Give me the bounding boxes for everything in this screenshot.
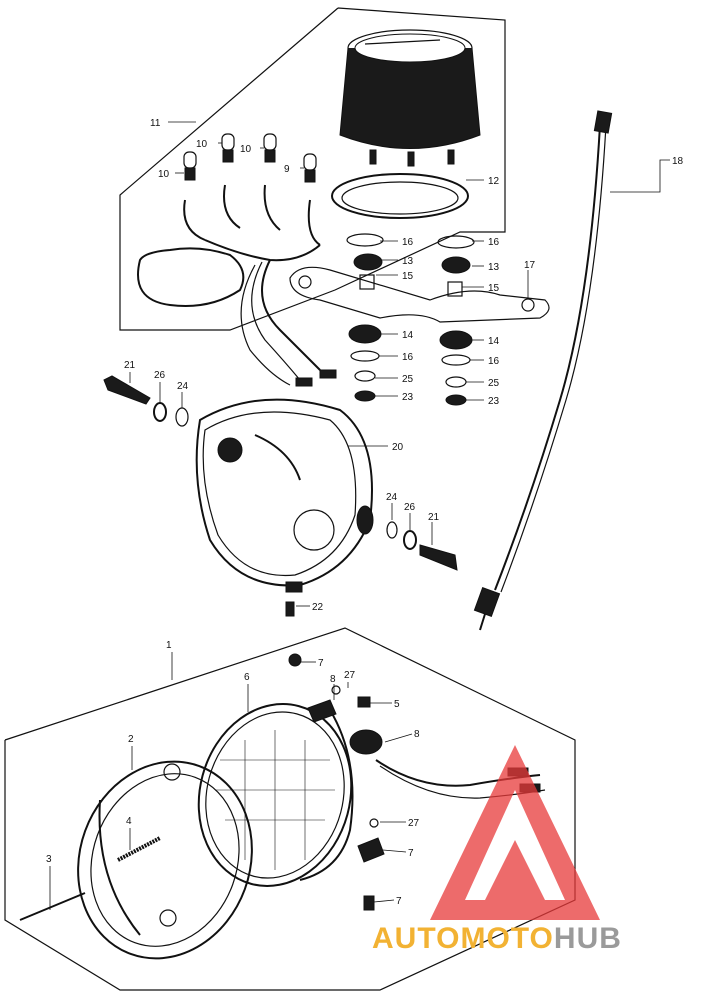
callout-p14a: 14 [402, 330, 414, 341]
callout-p7a: 7 [318, 658, 324, 669]
callout-p7b: 7 [396, 896, 402, 907]
headlight-case [195, 398, 374, 593]
watermark-logo [430, 745, 600, 920]
callout-p27a: 27 [344, 670, 356, 681]
callout-p13b: 13 [488, 262, 500, 273]
callout-p25a: 25 [402, 374, 414, 385]
adjust-spring [117, 836, 161, 862]
headlight-rim [77, 760, 253, 960]
screw-top [288, 653, 302, 667]
washer-bottom [369, 818, 379, 828]
callout-p20: 20 [392, 442, 404, 453]
callout-p18: 18 [672, 156, 684, 167]
watermark-text: AUTOMOTOHUB [372, 922, 622, 955]
callout-p6: 6 [244, 672, 250, 683]
callout-p21a: 21 [124, 360, 136, 371]
clip-bottom [357, 837, 385, 863]
callout-p13a: 13 [402, 256, 414, 267]
callout-p15a: 15 [402, 271, 414, 282]
callout-p8b: 7 [408, 848, 414, 859]
callout-p24a: 24 [177, 381, 189, 392]
callout-p10d: 9 [284, 164, 290, 175]
speedometer-housing [339, 29, 481, 167]
sealed-beam-unit [197, 703, 354, 887]
callout-p12: 12 [488, 176, 500, 187]
callout-p1: 1 [166, 640, 172, 651]
callout-p16a: 16 [402, 237, 414, 248]
watermark-triangle-icon [430, 745, 600, 920]
speedometer-cable [473, 110, 613, 631]
rim-screw [19, 892, 86, 921]
callout-p27b: 27 [408, 818, 420, 829]
watermark-text-auto: AUTO [372, 922, 460, 955]
callout-p22: 22 [312, 602, 324, 613]
watermark-text-moto: MOTO [460, 922, 553, 955]
callout-p16c: 16 [402, 352, 414, 363]
leader-lines [49, 121, 670, 910]
wiring-harness [137, 184, 337, 387]
mounting-bolt-left [103, 375, 189, 427]
nut-top [357, 696, 371, 708]
callout-p3: 3 [46, 854, 52, 865]
callout-p26a: 26 [154, 370, 166, 381]
indicator-bulbs [183, 133, 317, 183]
callout-p4: 4 [126, 816, 132, 827]
watermark-text-hub: HUB [554, 922, 622, 955]
callout-p23b: 23 [488, 396, 500, 407]
callout-p5: 5 [394, 699, 400, 710]
callout-p16d: 16 [488, 356, 500, 367]
clip-top [307, 699, 337, 723]
callout-p17: 17 [524, 260, 536, 271]
meter-bracket [289, 266, 550, 323]
screw-lower [363, 895, 375, 911]
callout-p23a: 23 [402, 392, 414, 403]
callout-p2: 2 [128, 734, 134, 745]
callout-p16b: 16 [488, 237, 500, 248]
callout-p8a: 8 [330, 674, 336, 685]
callout-p21b: 21 [428, 512, 440, 523]
callout-p11: 11 [150, 118, 161, 129]
callout-p26b: 26 [404, 502, 416, 513]
speedometer-group-outline [119, 7, 506, 331]
washer-top [331, 685, 341, 695]
callout-p10c: 10 [158, 169, 170, 180]
callout-p24b: 24 [386, 492, 398, 503]
mounting-bolt-right [386, 521, 458, 571]
part-number-callouts: 11 10 10 10 9 12 16 16 13 13 15 15 17 18… [46, 118, 684, 907]
screw-bottom [285, 601, 295, 617]
callout-p25b: 25 [488, 378, 500, 389]
callout-p14b: 14 [488, 336, 500, 347]
callout-p10b: 10 [240, 144, 252, 155]
callout-p9: 8 [414, 729, 420, 740]
callout-p15b: 15 [488, 283, 500, 294]
speedometer-ring [331, 173, 469, 219]
callout-p10a: 10 [196, 139, 208, 150]
mounting-hardware-left [346, 233, 384, 402]
headlight-group-outline [4, 627, 576, 991]
